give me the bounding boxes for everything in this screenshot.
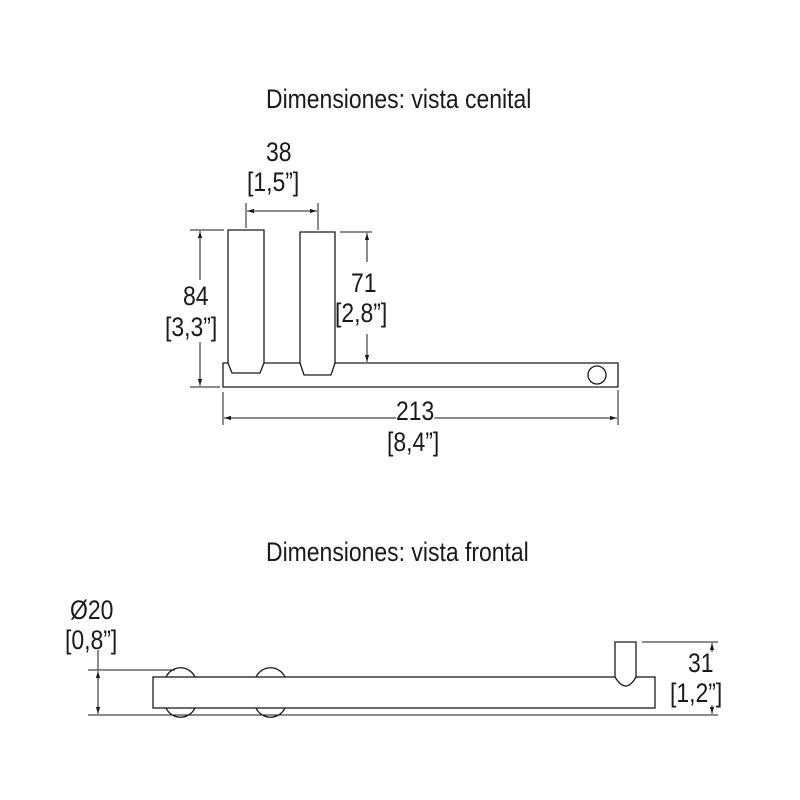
- dim-diameter-inch: [0,8”]: [65, 625, 118, 655]
- front-view-title: Dimensiones: vista frontal: [266, 537, 529, 567]
- front-view-part: [152, 641, 656, 718]
- top-view-part: [222, 229, 619, 388]
- dim-213-inch: [8,4”]: [387, 427, 440, 457]
- top-view-title: Dimensiones: vista cenital: [266, 84, 532, 114]
- dim-diameter-mm: Ø20: [70, 595, 114, 625]
- mounting-hole: [587, 365, 607, 385]
- top-view-dimension-lines: [190, 203, 619, 425]
- dim-31-inch: [1,2”]: [670, 678, 723, 708]
- dim-213-mm: 213: [396, 396, 435, 426]
- dim-71-inch: [2,8”]: [335, 298, 388, 328]
- dim-38-inch: [1,5”]: [247, 167, 300, 197]
- dim-31-mm: 31: [688, 648, 714, 678]
- dim-84-inch: [3,3”]: [165, 312, 218, 342]
- dim-71-mm: 71: [351, 268, 377, 298]
- front-view-dimension-lines: [88, 641, 718, 716]
- dim-38-mm: 38: [266, 137, 292, 167]
- dim-84-mm: 84: [183, 281, 209, 311]
